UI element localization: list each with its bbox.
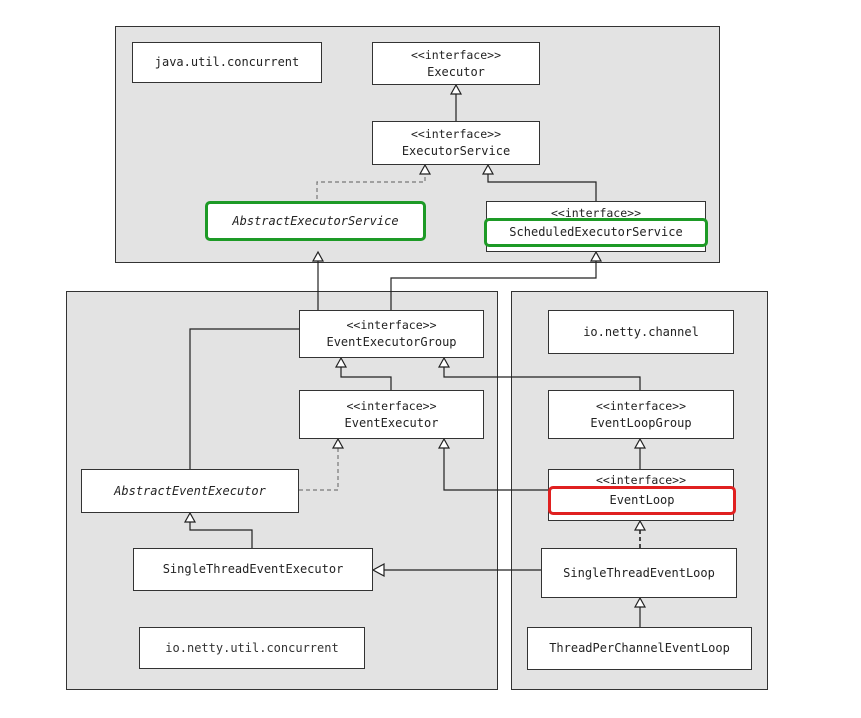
class-abstract-executor-service: AbstractExecutorService	[205, 201, 426, 241]
class-name: AbstractEventExecutor	[114, 483, 266, 498]
edge-abstracteventexecutor-eventexecutorgroup	[189, 328, 299, 469]
class-name: SingleThreadEventLoop	[563, 565, 715, 580]
arrow-head-executorservice-left	[418, 163, 432, 175]
class-name: ThreadPerChannelEventLoop	[549, 641, 730, 655]
stereotype-label: <<interface>>	[346, 318, 437, 332]
class-name: SingleThreadEventExecutor	[162, 562, 344, 576]
arrow-head-eventloop	[633, 519, 647, 531]
class-thread-per-channel-event-loop: ThreadPerChannelEventLoop	[527, 627, 752, 670]
arrow-head-singlethreadeventexecutor	[371, 562, 385, 578]
arrow-head-executorservice-right	[481, 163, 495, 175]
stereotype-label: <<interface>>	[346, 398, 437, 413]
class-single-thread-event-loop: SingleThreadEventLoop	[541, 548, 737, 598]
stereotype-label: <<interface>>	[550, 206, 641, 220]
arrow-head-eventexecutor-left	[331, 437, 345, 449]
class-single-thread-event-executor: SingleThreadEventExecutor	[133, 548, 373, 591]
edge-eventloop-eventexecutor	[443, 448, 548, 491]
edge-singlethreadeventexecutor-abstracteventexecutor	[189, 522, 253, 548]
arrow-head-singlethreadeventloop	[633, 596, 647, 608]
edge-abstracteventexecutor-eventexecutor	[299, 448, 339, 491]
class-name: AbstractExecutorService	[232, 213, 399, 228]
class-name-highlight-scheduled-executor-service: ScheduledExecutorService	[484, 218, 708, 247]
stereotype-label: <<interface>>	[410, 47, 501, 62]
class-event-loop-group: <<interface>> EventLoopGroup	[548, 390, 734, 439]
stereotype-label: <<interface>>	[410, 127, 501, 141]
package-label-io-netty-channel: io.netty.channel	[548, 310, 734, 354]
class-name: EventLoop	[609, 493, 675, 507]
arrow-head-eventexecutorgroup-right	[437, 356, 451, 368]
arrow-head-abstractexecutorservice	[311, 250, 325, 262]
class-name: Executor	[427, 64, 485, 79]
class-name: ExecutorService	[401, 144, 511, 158]
arrow-head-eventloopgroup	[633, 437, 647, 449]
arrow-head-executor	[449, 83, 463, 95]
class-name: EventLoopGroup	[590, 415, 692, 430]
class-name: ScheduledExecutorService	[509, 225, 683, 239]
edge-eventexecutorgroup-scheduledexecutorservice	[390, 261, 597, 310]
edge-eventexecutor-eventexecutorgroup	[340, 367, 392, 390]
package-label-io-netty-util-concurrent: io.netty.util.concurrent	[139, 627, 365, 669]
package-label-java-util-concurrent: java.util.concurrent	[132, 42, 322, 83]
arrow-head-eventexecutorgroup-left	[334, 356, 348, 368]
arrow-head-abstracteventexecutor	[183, 511, 197, 523]
edge-abstractexecutorservice-executorservice	[316, 174, 426, 199]
class-name: EventExecutor	[344, 415, 439, 430]
class-event-executor-group: <<interface>> EventExecutorGroup	[299, 310, 484, 358]
edge-eventloopgroup-eventexecutorgroup	[443, 367, 641, 390]
class-executor-service: <<interface>> ExecutorService	[372, 121, 540, 165]
class-name: EventExecutorGroup	[326, 335, 457, 349]
arrow-head-eventexecutor-right	[437, 437, 451, 449]
stereotype-label: <<interface>>	[595, 473, 686, 487]
class-event-executor: <<interface>> EventExecutor	[299, 390, 484, 439]
class-name-highlight-event-loop: EventLoop	[548, 486, 736, 515]
class-executor: <<interface>> Executor	[372, 42, 540, 85]
class-abstract-event-executor: AbstractEventExecutor	[81, 469, 299, 513]
arrow-head-scheduledexecutorservice	[589, 250, 603, 262]
stereotype-label: <<interface>>	[595, 398, 686, 413]
edge-scheduledexecutorservice-executorservice	[487, 174, 597, 201]
